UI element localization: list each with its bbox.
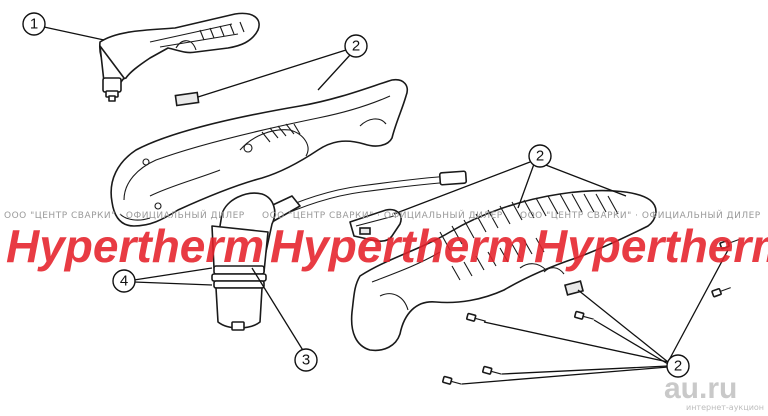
brand-watermark-1: Hypertherm (6, 220, 264, 272)
complete-torch (99, 12, 260, 107)
callout-c2a: 2 (344, 34, 368, 58)
callout-number: 2 (674, 358, 682, 375)
dealer-watermark-3: ООО "ЦЕНТР СВАРКИ" · ОФИЦИАЛЬНЫЙ ДИЛЕР (520, 209, 761, 221)
dealer-watermark-1: ООО "ЦЕНТР СВАРКИ" · ОФИЦИАЛЬНЫЙ ДИЛЕР (4, 209, 245, 221)
leader-lines (43, 26, 729, 385)
screw (719, 239, 739, 250)
screw (482, 365, 502, 375)
callout-number: 3 (302, 352, 310, 369)
screws-and-fasteners (442, 239, 739, 385)
watermark: ООО "ЦЕНТР СВАРКИ" · ОФИЦИАЛЬНЫЙ ДИЛЕР О… (4, 209, 768, 272)
screw (442, 375, 462, 385)
callout-c2b: 2 (528, 144, 552, 168)
au-ru-corner-logo: au.ru интернет-аукцион (664, 372, 764, 412)
callout-number: 2 (352, 38, 360, 55)
handle-half-lower (350, 189, 657, 352)
callout-c2c: 2 (666, 354, 690, 378)
trigger-part (349, 208, 402, 242)
corner-logo-tagline: интернет-аукцион (686, 403, 764, 412)
dealer-watermark-2: ООО "ЦЕНТР СВАРКИ" · ОФИЦИАЛЬНЫЙ ДИЛЕР (262, 209, 503, 221)
brand-watermark-3: Hypertherm (534, 220, 768, 272)
callout-number: 4 (120, 273, 128, 290)
torch-head-with-lead (211, 170, 468, 331)
handle-half-upper (110, 78, 408, 227)
callout-c3: 3 (294, 348, 318, 372)
callout-c4: 4 (112, 269, 136, 293)
screw (711, 287, 731, 298)
screw (574, 310, 594, 320)
small-label-part (563, 280, 585, 296)
screw (466, 312, 486, 322)
callout-c1: 1 (22, 12, 46, 36)
callout-number: 1 (30, 16, 38, 33)
corner-logo-name: au.ru (664, 372, 737, 405)
callout-number: 2 (536, 148, 544, 165)
brand-watermark-2: Hypertherm (270, 220, 528, 272)
